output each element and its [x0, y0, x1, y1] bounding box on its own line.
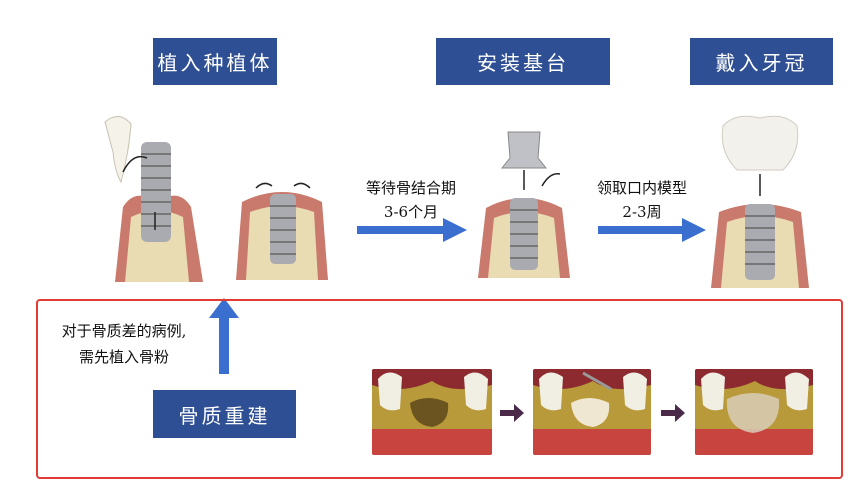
implant-placement-illustration [104, 116, 203, 282]
osseointegration-illustration [236, 182, 328, 280]
membrane-covered-photo [695, 369, 813, 455]
abutment-illustration [478, 131, 570, 278]
bone-defect-photo [372, 369, 492, 455]
implant-step-label: 植入种植体 [153, 38, 277, 85]
wait-period-text: 等待骨结合期 3-6个月 [365, 179, 456, 221]
crown-illustration [711, 115, 809, 288]
photo-arrow-1 [500, 404, 524, 422]
bone-graft-up-arrow [209, 298, 239, 374]
bone-graft-note: 对于骨质差的病例, 需先植入骨粉 [61, 322, 187, 366]
bone-graft-filling-photo [533, 369, 651, 455]
abutment-step-label: 安装基台 [436, 38, 610, 85]
wait-period-arrow [357, 218, 467, 242]
crown-step-label: 戴入牙冠 [690, 38, 833, 85]
photo-arrow-2 [661, 404, 685, 422]
bone-reconstruction-label: 骨质重建 [153, 390, 296, 438]
impression-period-arrow [598, 218, 706, 242]
impression-period-text: 领取口内模型 2-3周 [596, 179, 687, 221]
bone-reconstruction-frame [36, 299, 843, 479]
